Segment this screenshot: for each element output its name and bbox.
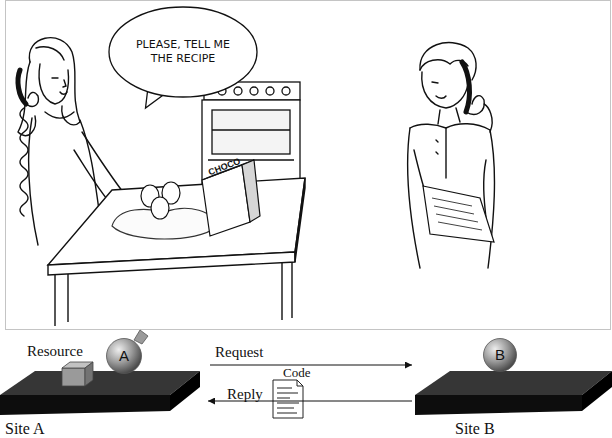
- right-woman: [408, 43, 495, 268]
- site-platform-shape: [415, 371, 612, 395]
- right-woman: [420, 60, 468, 70]
- message-label: Reply: [227, 386, 263, 403]
- code-document: [297, 380, 303, 386]
- site-platform-shape: [415, 365, 612, 420]
- kitchen-table: [48, 178, 305, 265]
- resource-label: Resource: [27, 343, 83, 360]
- site-platform: Site B: [415, 365, 612, 420]
- right-woman: [422, 72, 468, 108]
- resource-cube: [85, 362, 93, 386]
- kitchen-table: [48, 178, 305, 326]
- kitchen-oven: [282, 87, 290, 95]
- kitchen-oven: [202, 82, 300, 200]
- agent-antenna: [134, 330, 148, 344]
- agent-letter-area: B: [483, 338, 517, 372]
- right-woman: [436, 128, 446, 178]
- agent-letter-area: A: [106, 338, 142, 374]
- eggs: [141, 185, 159, 207]
- right-woman: [414, 150, 428, 200]
- right-woman: [408, 128, 420, 268]
- site-platform-shape: [582, 371, 612, 411]
- message-label: Request: [215, 344, 263, 361]
- resource-cube: [62, 362, 93, 386]
- code-label: Code: [283, 365, 310, 381]
- left-woman: [18, 62, 36, 136]
- site-platform: Site A: [0, 365, 200, 420]
- site-platform-shape: [0, 371, 200, 395]
- site-name-area: Site A: [5, 420, 45, 438]
- agent-ball-shape: [107, 339, 142, 374]
- resource-cube: [62, 362, 93, 368]
- agent-letter: A: [119, 347, 129, 365]
- right-woman: [488, 130, 494, 268]
- site-platform-shape: [170, 371, 200, 411]
- left-woman: [74, 150, 112, 205]
- code-document: [273, 380, 303, 418]
- right-woman: [410, 124, 490, 130]
- bubble-text-area: PLEASE, TELL ME THE RECIPE: [108, 6, 258, 98]
- flour-pile: [112, 209, 214, 239]
- cartoon-frame: [6, 1, 611, 330]
- agent-letter: B: [495, 346, 505, 364]
- left-woman: [39, 64, 68, 104]
- site-platform-shape: [415, 395, 582, 415]
- package-text: CHOCO: [207, 156, 242, 177]
- left-woman: [45, 112, 74, 118]
- speech-bubble-shape: [150, 85, 165, 91]
- left-woman: [18, 70, 26, 104]
- left-woman: [29, 38, 80, 125]
- left-woman: [36, 47, 64, 60]
- recipe-paper: [432, 198, 482, 230]
- site-platform-shape: [0, 365, 200, 420]
- left-woman: [29, 118, 38, 245]
- kitchen-oven: [266, 87, 274, 95]
- left-woman: [82, 132, 126, 196]
- speech-bubble-shape: [109, 7, 257, 97]
- resource-cube: [62, 368, 85, 386]
- right-woman: [420, 43, 476, 80]
- kitchen-table: [55, 262, 292, 326]
- kitchen-oven: [234, 87, 242, 95]
- left-woman: [80, 120, 102, 232]
- kitchen-oven: [208, 159, 294, 160]
- left-woman: [63, 80, 66, 87]
- site-name-area: Site B: [455, 420, 495, 438]
- code-document: [277, 388, 299, 413]
- kitchen-table: [48, 252, 295, 275]
- left-woman: [52, 78, 67, 94]
- bubble-text: PLEASE, TELL ME THE RECIPE: [128, 38, 238, 66]
- recipe-paper: [423, 186, 494, 242]
- site-platform-shape: [0, 395, 170, 415]
- chocolate-box: [242, 160, 260, 222]
- right-woman: [432, 82, 446, 98]
- right-woman: [484, 104, 492, 132]
- right-woman: [462, 62, 469, 112]
- right-woman: [484, 160, 486, 218]
- eggs: [162, 182, 180, 204]
- site-name: Site B: [455, 420, 495, 438]
- speech-bubble: PLEASE, TELL ME THE RECIPE: [108, 6, 258, 98]
- code-document: [273, 380, 303, 418]
- right-woman: [438, 108, 460, 124]
- agent-antenna: [134, 330, 148, 344]
- kitchen-oven: [250, 87, 258, 95]
- right-woman: [466, 96, 484, 115]
- left-woman: [18, 38, 126, 245]
- agent-ball: A: [106, 338, 142, 374]
- recipe-paper: [423, 186, 494, 242]
- flour-pile: [112, 209, 214, 239]
- eggs: [151, 197, 169, 219]
- kitchen-table: [295, 178, 305, 262]
- left-woman: [26, 92, 38, 106]
- message-arrow: [210, 365, 412, 366]
- eggs: [141, 182, 180, 219]
- agent-ball: B: [483, 338, 517, 372]
- agent-ball-shape: [484, 339, 517, 372]
- left-woman: [20, 108, 28, 216]
- site-name: Site A: [5, 420, 45, 438]
- kitchen-oven: [212, 110, 290, 154]
- kitchen-oven: [202, 100, 300, 200]
- kitchen-oven: [212, 129, 290, 130]
